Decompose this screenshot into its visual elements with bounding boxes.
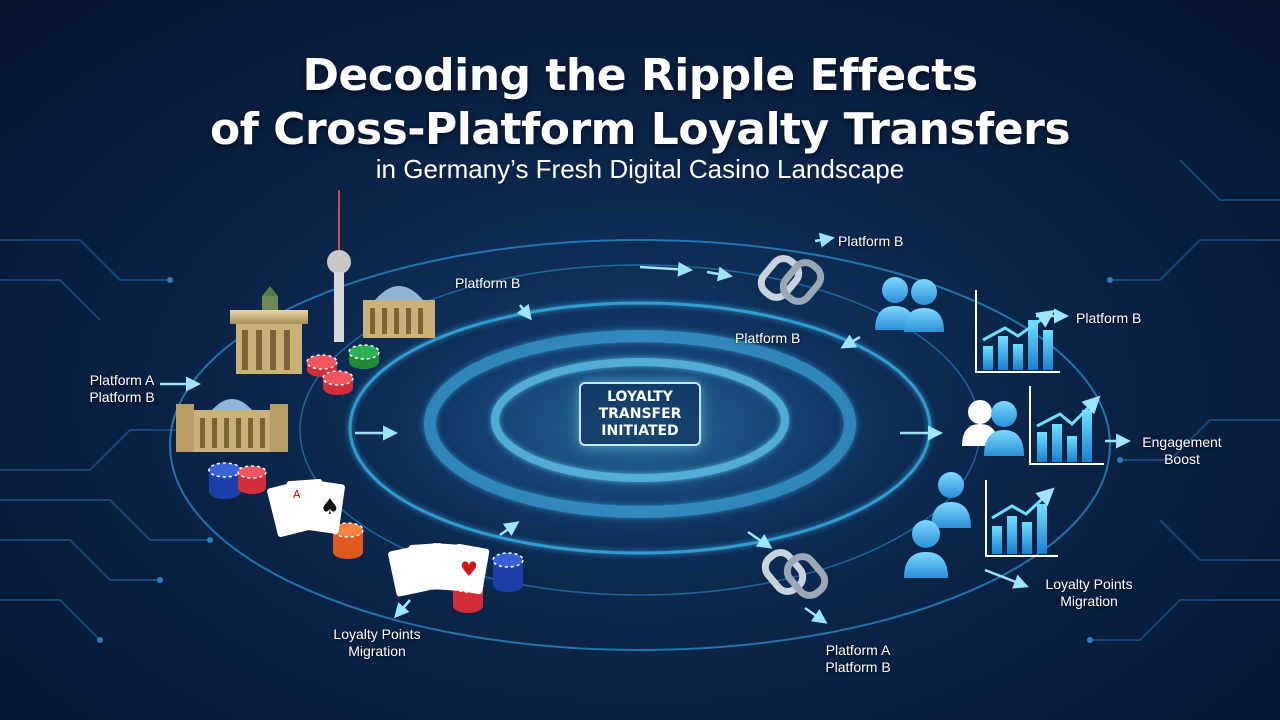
ripple-ring-3 — [491, 358, 789, 482]
tv-tower-icon — [327, 190, 351, 342]
reichstag-icon-left — [176, 399, 288, 452]
label-platform-b: Platform B — [825, 659, 891, 675]
label-platform-b-right: Platform B — [1076, 310, 1142, 326]
circuit-traces — [0, 159, 1280, 641]
page-subtitle: in Germany’s Fresh Digital Casino Landsc… — [375, 154, 905, 184]
label-loyalty-points: Loyalty Points — [1045, 576, 1133, 592]
core-label-line-2: TRANSFER — [598, 405, 682, 422]
loyalty-transfer-core: LOYALTY TRANSFER INITIATED — [579, 382, 701, 446]
poker-chips-icon — [306, 344, 380, 395]
users-icon — [875, 277, 944, 332]
playing-cards-icon: ♥ — [388, 543, 490, 597]
label-platform-a: Platform A — [825, 642, 891, 658]
label-loyalty-points-right: Loyalty Points Migration — [1034, 576, 1144, 610]
label-platform-b: Platform B — [89, 389, 155, 405]
chain-link-icon — [757, 255, 825, 305]
label-engagement-boost: Engagement Boost — [1132, 434, 1232, 468]
label-migration: Migration — [1060, 593, 1118, 609]
poker-chips-icon — [208, 462, 267, 499]
core-label-line-3: INITIATED — [601, 422, 679, 439]
label-boost: Boost — [1164, 451, 1200, 467]
svg-text:A: A — [293, 488, 301, 501]
chain-link-icon — [761, 549, 829, 599]
label-migration: Migration — [348, 643, 406, 659]
page-title-line-2: of Cross-Platform Loyalty Transfers — [209, 104, 1071, 155]
users-icon — [904, 472, 971, 578]
label-loyalty-points-left: Loyalty Points Migration — [322, 626, 432, 660]
svg-text:♥: ♥ — [460, 557, 478, 581]
page-title: Decoding the Ripple Effects — [302, 50, 978, 101]
bar-chart-icon — [1029, 386, 1104, 465]
label-platform-b-top-right: Platform B — [838, 233, 904, 249]
label-platforms-left: Platform A Platform B — [82, 372, 162, 406]
bar-chart-icon — [975, 290, 1060, 373]
reichstag-icon — [363, 286, 435, 338]
poker-chips-icon — [332, 522, 364, 559]
users-icon — [962, 400, 1024, 456]
label-engagement: Engagement — [1142, 434, 1222, 450]
outer-ring — [169, 239, 1111, 651]
label-platform-b-top: Platform B — [455, 275, 521, 291]
playing-cards-icon: ♠ A — [267, 479, 345, 537]
label-platforms-bottom: Platform A Platform B — [808, 642, 908, 676]
label-platform-b-inner: Platform B — [735, 330, 801, 346]
svg-text:♠: ♠ — [320, 495, 340, 520]
label-platform-a: Platform A — [89, 372, 155, 388]
label-loyalty-points: Loyalty Points — [333, 626, 421, 642]
ripple-ring-2 — [424, 330, 856, 518]
core-label-line-1: LOYALTY — [607, 388, 673, 405]
bar-chart-icon — [985, 480, 1058, 557]
brandenburg-gate-icon — [230, 286, 308, 374]
